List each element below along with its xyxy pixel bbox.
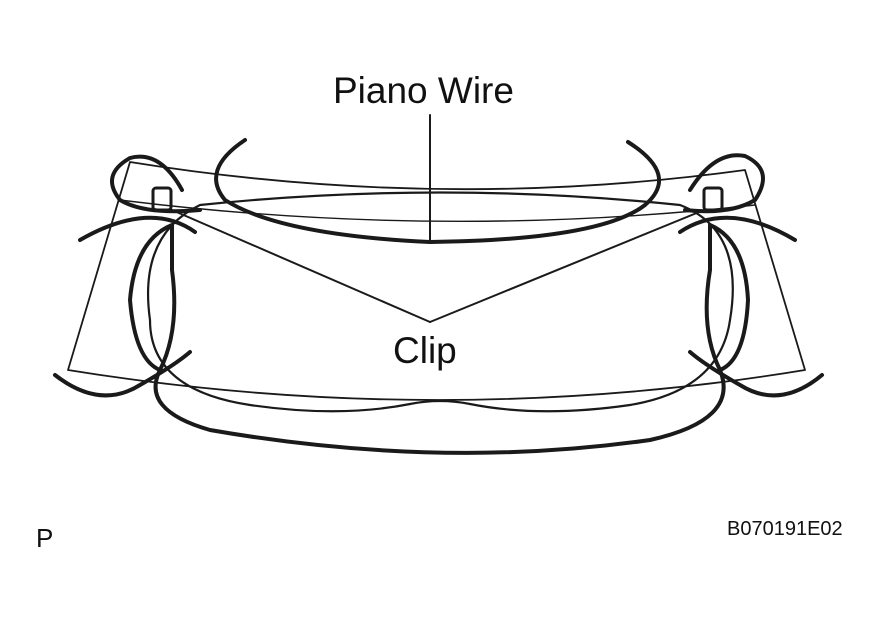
piano-wire-bottom-loop xyxy=(153,368,726,455)
clip-right-icon xyxy=(702,186,724,212)
piano-wire-right-cross xyxy=(678,215,797,242)
corner-mark: P xyxy=(36,523,54,553)
piano-wire-top-arc xyxy=(214,138,662,244)
piano-wire-lower-left-tail xyxy=(53,350,192,398)
piano-wire-label: Piano Wire xyxy=(333,70,514,111)
clip-leader-left xyxy=(171,209,431,323)
piano-wire-left-side-loop xyxy=(128,223,177,372)
body-opening xyxy=(146,191,734,413)
piano-wire-right-side-loop xyxy=(704,223,750,372)
figure-code: B070191E02 xyxy=(727,518,843,540)
glass-inner-line xyxy=(119,199,756,223)
clip-leader-right xyxy=(429,209,705,323)
piano-wire-left-cross xyxy=(78,215,197,242)
piano-wire-upper-right-loop xyxy=(683,153,765,214)
piano-wire-upper-left-loop xyxy=(110,154,202,214)
clip-left-icon xyxy=(151,186,173,212)
piano-wire-lower-right-tail xyxy=(688,350,824,398)
glass-outline xyxy=(67,161,806,401)
clip-label: Clip xyxy=(393,330,457,371)
